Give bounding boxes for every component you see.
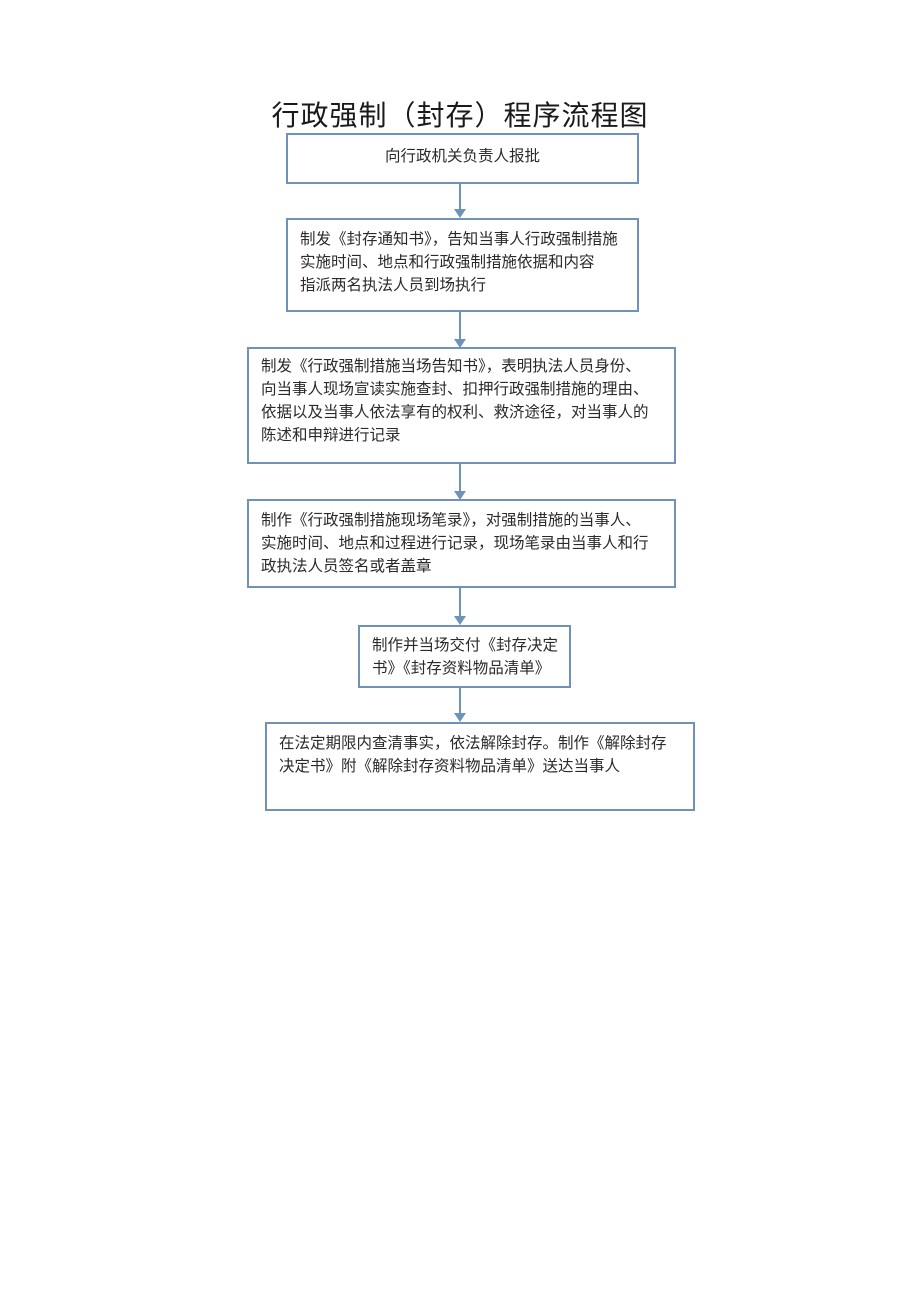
flow-step-sealing-notice: 制发《封存通知书》，告知当事人行政强制措施 实施时间、地点和行政强制措施依据和内… — [286, 218, 639, 312]
step-text-line: 实施时间、地点和行政强制措施依据和内容 — [300, 253, 595, 271]
page-title: 行政强制（封存）程序流程图 — [271, 99, 649, 132]
step-text-line: 制发《封存通知书》，告知当事人行政强制措施 — [300, 230, 618, 248]
step-text-line: 制发《行政强制措施当场告知书》，表明执法人员身份、 — [261, 357, 641, 375]
step-text-line: 指派两名执法人员到场执行 — [300, 276, 487, 294]
flow-step-on-site-notice: 制发《行政强制措施当场告知书》，表明执法人员身份、 向当事人现场宣读实施查封、扣… — [247, 347, 676, 464]
flow-step-sealing-decision: 制作并当场交付《封存决定 书》《封存资料物品清单》 — [358, 625, 571, 688]
step-text-line: 在法定期限内查清事实，依法解除封存。制作《解除封存 — [279, 734, 667, 752]
step-text-line: 决定书》附《解除封存资料物品清单》送达当事人 — [279, 757, 621, 775]
flow-arrowhead-icon — [454, 491, 466, 500]
flow-arrow-connector — [459, 588, 461, 617]
flow-arrow-connector — [459, 464, 461, 492]
flow-arrow-connector — [459, 312, 461, 340]
step-text-line: 向当事人现场宣读实施查封、扣押行政强制措施的理由、 — [261, 380, 649, 398]
step-text-line: 依据以及当事人依法享有的权利、救济途径，对当事人的 — [261, 403, 649, 421]
flow-step-report-approval: 向行政机关负责人报批 — [286, 133, 639, 184]
step-text-line: 向行政机关负责人报批 — [384, 147, 540, 165]
flow-arrow-connector — [459, 184, 461, 210]
step-text-line: 制作《行政强制措施现场笔录》，对强制措施的当事人、 — [261, 511, 641, 529]
flow-arrowhead-icon — [454, 339, 466, 348]
flow-arrowhead-icon — [454, 616, 466, 625]
step-text-line: 制作并当场交付《封存决定 — [372, 636, 559, 654]
step-text-line: 政执法人员签名或者盖章 — [261, 557, 432, 575]
step-text-line: 书》《封存资料物品清单》 — [372, 659, 551, 677]
flow-step-release-sealing: 在法定期限内查清事实，依法解除封存。制作《解除封存 决定书》附《解除封存资料物品… — [265, 722, 695, 811]
flow-arrowhead-icon — [454, 713, 466, 722]
flow-step-on-site-record: 制作《行政强制措施现场笔录》，对强制措施的当事人、 实施时间、地点和过程进行记录… — [247, 499, 676, 588]
step-text-line: 陈述和申辩进行记录 — [261, 426, 401, 444]
step-text-line: 实施时间、地点和过程进行记录，现场笔录由当事人和行 — [261, 534, 649, 552]
flow-arrow-connector — [459, 688, 461, 714]
flow-arrowhead-icon — [454, 209, 466, 218]
